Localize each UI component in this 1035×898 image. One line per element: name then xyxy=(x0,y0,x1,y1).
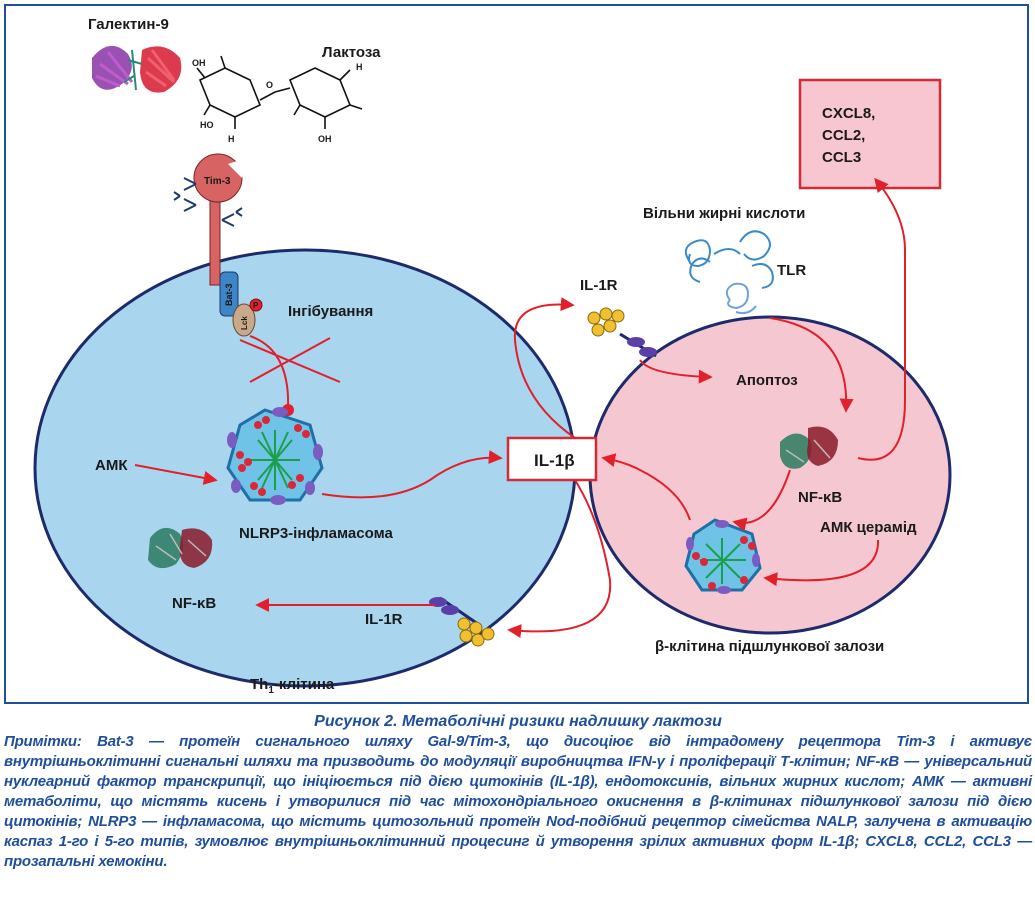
arrow-nlrp3-to-il1b xyxy=(321,450,503,499)
arrow-nlrp3-right-to-il1b xyxy=(601,453,691,521)
inhibition-cross-icon xyxy=(239,337,341,383)
bat3-label: Bat-3 xyxy=(224,283,234,306)
inhibition-line xyxy=(249,335,290,409)
arrow-nfkb-to-chemokines xyxy=(857,177,906,461)
arrow-il1b-to-il1r-left xyxy=(507,479,612,639)
tim3-label: Tim-3 xyxy=(204,176,231,187)
beta-cell-label: β-клітина підшлункової залози xyxy=(655,638,884,655)
bat3-protein-icon xyxy=(219,271,239,317)
lck-label: Lck xyxy=(240,316,249,330)
caption-title: Рисунок 2. Метаболічні ризики надлишку л… xyxy=(314,713,722,730)
arrow-il1b-to-il1r-top xyxy=(513,297,576,439)
lactose-structure-icon xyxy=(196,55,363,129)
amk-ceramide-label: АМК церамід xyxy=(820,519,917,536)
arrow-amk-to-nlrp3 xyxy=(134,464,218,485)
chemokine-item: CXCL8, xyxy=(822,105,875,122)
apoptosis-label: Апоптоз xyxy=(736,372,798,389)
svg-text:H: H xyxy=(356,62,363,72)
nfkb-left-label: NF-κB xyxy=(172,595,216,612)
arrow-nfkb-to-nlrp3-right xyxy=(732,469,791,532)
svg-text:OH: OH xyxy=(192,58,206,68)
il1r-left-receptor-icon xyxy=(429,596,495,647)
lck-protein-icon xyxy=(232,303,256,337)
arrow-tlr-to-nfkb xyxy=(769,317,854,413)
nlrp3-inflammasome-icon xyxy=(226,407,324,505)
lactose-label: Лактоза xyxy=(322,44,381,61)
svg-text:H: H xyxy=(228,134,235,144)
tlr-protein-icon xyxy=(725,282,757,315)
nlrp3-inflammasome-right-icon xyxy=(684,518,762,594)
ffa-label: Вільни жирні кислоти xyxy=(643,205,805,222)
inhibition-label: Інгібування xyxy=(288,303,373,320)
arrow-to-apoptosis xyxy=(639,359,713,384)
tlr-label: TLR xyxy=(777,262,806,279)
tim3-receptor-icon xyxy=(173,153,246,286)
lactose-risk-diagram: OH HO O H OH H Tim-3 Bat-3 Lck P xyxy=(33,16,952,696)
galectin-9-protein-icon xyxy=(92,45,182,93)
phosphate-label: P xyxy=(253,301,259,310)
svg-text:OH: OH xyxy=(318,134,332,144)
il1b-box xyxy=(506,436,598,482)
nlrp3-label: NLRP3-інфламасома xyxy=(239,525,393,542)
svg-text:O: O xyxy=(266,80,273,90)
th1-label: Th1-клітина xyxy=(250,676,335,696)
phosphate-icon xyxy=(249,298,263,312)
amk-left-label: АМК xyxy=(95,457,128,474)
caption-notes: Примітки: Bat-3 — протеїн сигнального шл… xyxy=(4,733,1032,870)
il1r-top-label: IL-1R xyxy=(580,277,618,294)
nfkb-right-protein-icon xyxy=(780,426,838,469)
il1b-label: IL-1β xyxy=(534,451,575,470)
figure-caption: Рисунок 2. Метаболічні ризики надлишку л… xyxy=(4,712,1032,872)
nfkb-right-label: NF-κB xyxy=(798,489,842,506)
il1r-left-label: IL-1R xyxy=(365,611,403,628)
galectin-label: Галектин-9 xyxy=(88,16,169,33)
svg-text:HO: HO xyxy=(200,120,214,130)
il1r-top-receptor-icon xyxy=(587,307,657,358)
nfkb-left-protein-icon xyxy=(148,527,213,569)
free-fatty-acids-protein-icon xyxy=(684,230,774,289)
arrow-ceramide-to-nlrp3 xyxy=(763,539,880,587)
chemokine-item: CCL2, xyxy=(822,127,865,144)
chemokine-item: CCL3 xyxy=(822,149,861,166)
chemokine-box xyxy=(798,78,942,190)
